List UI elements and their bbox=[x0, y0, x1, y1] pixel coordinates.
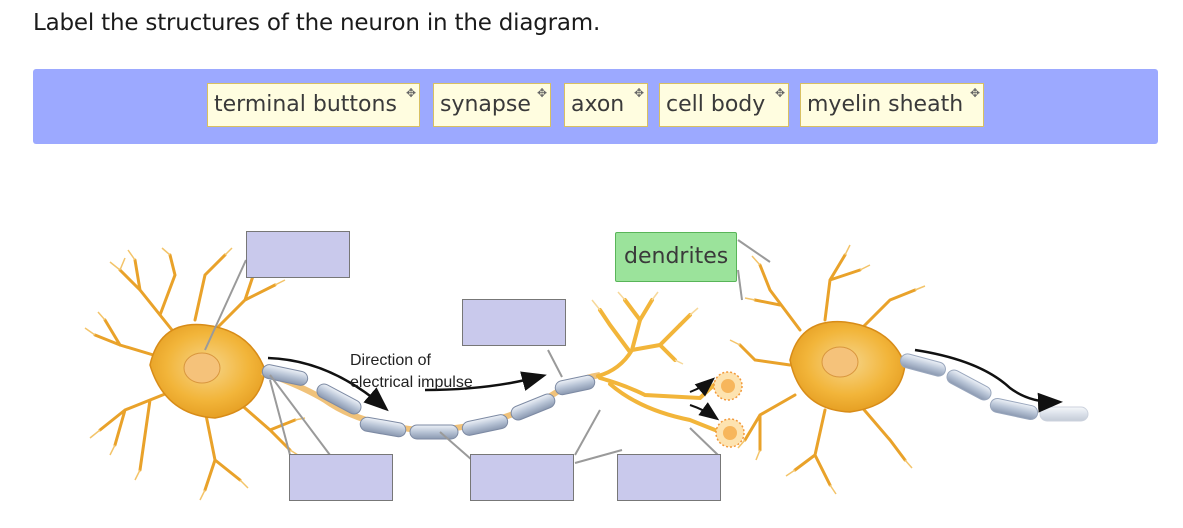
move-icon: ✥ bbox=[969, 86, 980, 100]
synapse-bursts bbox=[713, 371, 745, 448]
drop-zone-axon-middle[interactable] bbox=[462, 299, 566, 346]
move-icon: ✥ bbox=[405, 86, 416, 100]
caption-line-1: Direction of bbox=[350, 352, 431, 369]
left-myelin-sheath bbox=[261, 364, 596, 440]
move-icon: ✥ bbox=[633, 86, 644, 100]
chip-label: axon bbox=[571, 92, 625, 117]
axon-terminals bbox=[596, 298, 717, 432]
placed-label-dendrites[interactable]: dendrites bbox=[615, 232, 737, 282]
chip-label: synapse bbox=[440, 92, 531, 117]
drop-zone-bottom-middle[interactable] bbox=[470, 454, 574, 501]
caption-line-2: electrical impulse bbox=[350, 374, 473, 391]
chip-label: myelin sheath bbox=[807, 92, 964, 117]
leader-lines bbox=[204, 239, 771, 464]
chip-label: terminal buttons bbox=[214, 92, 397, 117]
drop-zone-bottom-left[interactable] bbox=[289, 454, 393, 501]
impulse-caption: Direction of electrical impulse bbox=[350, 350, 473, 394]
label-chip-synapse[interactable]: synapse ✥ bbox=[433, 83, 551, 127]
label-chip-axon[interactable]: axon ✥ bbox=[564, 83, 648, 127]
question-text: Label the structures of the neuron in th… bbox=[33, 10, 601, 36]
move-icon: ✥ bbox=[774, 86, 785, 100]
move-icon: ✥ bbox=[536, 86, 547, 100]
label-chip-cell-body[interactable]: cell body ✥ bbox=[659, 83, 789, 127]
label-chip-myelin-sheath[interactable]: myelin sheath ✥ bbox=[800, 83, 984, 127]
right-myelin-sheath bbox=[900, 353, 1089, 422]
chip-label: cell body bbox=[666, 92, 766, 117]
drop-zone-top-left[interactable] bbox=[246, 231, 350, 278]
right-dendrites bbox=[738, 253, 917, 487]
label-chip-terminal-buttons[interactable]: terminal buttons ✥ bbox=[207, 83, 420, 127]
drop-zone-bottom-right[interactable] bbox=[617, 454, 721, 501]
